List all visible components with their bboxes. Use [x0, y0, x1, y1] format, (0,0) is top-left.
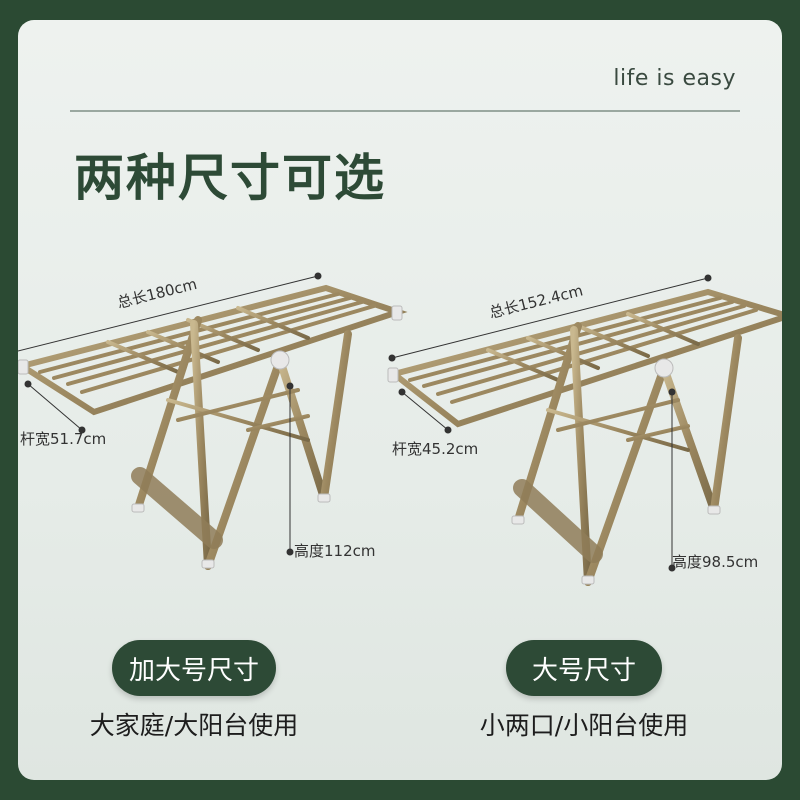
usage-text-medium: 小两口/小阳台使用: [479, 711, 689, 740]
rack-large-image: [18, 284, 408, 570]
tagline: life is easy: [613, 66, 736, 91]
rack-medium-height-label: 高度98.5cm: [672, 553, 759, 571]
divider: [70, 110, 740, 112]
size-badge-large: 加大号尺寸: [112, 640, 276, 696]
rack-large-width-label: 杆宽51.7cm: [20, 430, 107, 448]
product-card: life is easy 两种尺寸可选: [18, 20, 782, 780]
usage-text-large: 大家庭/大阳台使用: [89, 711, 299, 740]
rack-large-height-label: 高度112cm: [294, 542, 376, 560]
rack-medium-width-label: 杆宽45.2cm: [392, 440, 479, 458]
page-title: 两种尺寸可选: [74, 149, 386, 207]
dimension-lines: [18, 272, 712, 572]
drying-racks-illustration: [18, 272, 782, 586]
size-badge-medium: 大号尺寸: [506, 640, 662, 696]
rack-medium-image: [387, 288, 782, 586]
